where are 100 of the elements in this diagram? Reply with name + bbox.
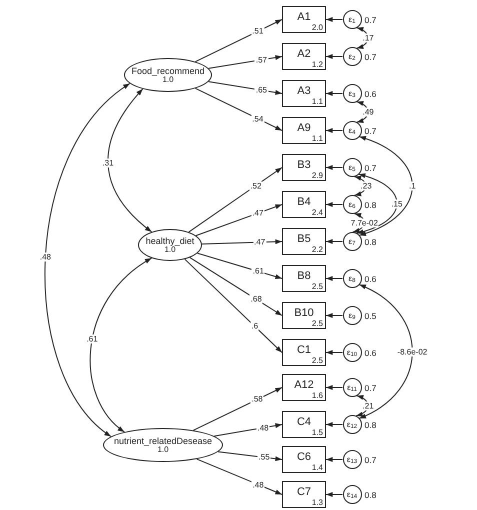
latent-variable-name: healthy_diet — [146, 236, 194, 246]
arrow — [326, 239, 343, 244]
arrow — [326, 54, 343, 59]
variable-name: B5 — [297, 233, 311, 245]
variance-value: 0.5 — [364, 310, 376, 320]
variance-value: 0.7 — [364, 14, 376, 24]
variance-value: 0.7 — [364, 162, 376, 172]
coefficient-label: .6 — [250, 322, 260, 331]
observed-variable-box — [282, 43, 326, 70]
coefficient-label: .49 — [362, 108, 375, 116]
variance-value: 0.8 — [364, 200, 376, 210]
intercept-value: 2.5 — [312, 319, 323, 328]
coefficient-label: .17 — [362, 33, 375, 42]
coefficient-label: .15 — [390, 200, 404, 209]
variable-name: A12 — [294, 379, 314, 391]
coefficient-label: 7.7e-02 — [350, 218, 379, 228]
coefficient-label: .55 — [258, 452, 271, 462]
error-term-circle — [342, 84, 362, 103]
coefficient-label: .68 — [250, 294, 263, 304]
observed-variable-box — [282, 374, 326, 401]
latent-variable-name: nutrient_relatedDesease — [114, 436, 212, 446]
observed-variable-box — [282, 265, 326, 292]
intercept-value: 2.9 — [312, 171, 323, 180]
error-term-label: ε$_{8}$ — [348, 274, 356, 283]
curved-double-headed-arrow — [358, 136, 413, 236]
coefficient-label: .1 — [408, 182, 417, 190]
coefficient-label: .57 — [254, 55, 268, 64]
intercept-value: 2.0 — [312, 23, 323, 32]
arrow — [326, 202, 343, 207]
arrow — [326, 276, 343, 281]
variable-name: C1 — [296, 344, 312, 356]
variance-value: 0.7 — [364, 126, 376, 136]
variable-name: C6 — [296, 451, 312, 463]
curved-double-headed-arrow — [356, 174, 398, 234]
error-term-circle — [342, 232, 362, 251]
coefficient-label: .61 — [252, 266, 265, 276]
intercept-value: 2.4 — [312, 208, 323, 217]
coefficient-label: .23 — [360, 182, 373, 190]
variance-value: 0.6 — [364, 88, 376, 98]
observed-variable-box — [282, 117, 326, 144]
latent-variable-ellipse — [124, 58, 212, 92]
arrow — [326, 165, 343, 170]
coefficient-label: .51 — [251, 26, 264, 36]
arrow — [326, 17, 343, 22]
variable-name: C4 — [296, 416, 312, 428]
arrow — [218, 451, 282, 462]
coefficient-label: .48 — [252, 480, 265, 490]
error-term-label: ε$_{1}$ — [348, 15, 356, 24]
curved-double-headed-arrow — [44, 83, 130, 437]
variable-name: C7 — [296, 486, 312, 498]
variance-value: 0.7 — [364, 52, 376, 62]
variance-value: 0.6 — [364, 348, 376, 358]
arrow — [192, 387, 282, 431]
coefficient-label: .47 — [251, 208, 264, 218]
error-term-circle — [342, 158, 362, 177]
coefficient-label: .31 — [101, 158, 115, 168]
arrow — [208, 55, 282, 69]
arrow — [326, 91, 343, 96]
observed-variable-box — [282, 481, 326, 508]
error-term-circle — [342, 10, 362, 29]
arrow — [326, 128, 343, 133]
observed-variable-box — [282, 154, 326, 181]
arrow — [194, 19, 282, 62]
curved-double-headed-arrow — [108, 88, 152, 232]
variable-name: A3 — [297, 85, 311, 97]
variance-value: 0.6 — [364, 274, 376, 284]
arrow — [326, 313, 343, 318]
error-term-circle — [342, 195, 362, 214]
arrow — [196, 252, 282, 279]
error-term-label: ε$_{5}$ — [348, 163, 356, 172]
arrow — [326, 422, 343, 427]
coefficient-label: .65 — [254, 86, 268, 95]
arrow — [326, 350, 343, 355]
observed-variable-box — [282, 80, 326, 107]
observed-variable-box — [282, 446, 326, 473]
variance-value: 0.8 — [364, 490, 376, 500]
observed-variable-box — [282, 228, 326, 255]
variance-value: 0.7 — [364, 454, 376, 464]
error-term-label: ε$_{10}$ — [346, 348, 358, 357]
observed-variable-box — [282, 302, 326, 329]
coefficient-label: .58 — [250, 394, 264, 404]
arrow — [188, 167, 282, 233]
arrow — [214, 423, 282, 437]
coefficient-label: .21 — [362, 402, 375, 411]
variable-name: A9 — [297, 122, 311, 134]
variance-value: 0.7 — [364, 382, 376, 392]
error-term-circle — [342, 343, 362, 362]
arrow — [195, 204, 282, 236]
observed-variable-box — [282, 339, 326, 366]
error-term-label: ε$_{3}$ — [348, 89, 356, 98]
curved-double-headed-arrow — [358, 284, 413, 419]
variance-value: 0.8 — [364, 236, 376, 246]
coefficient-label: .48 — [38, 252, 52, 261]
intercept-value: 1.1 — [312, 134, 323, 143]
variance-value: 0.8 — [364, 420, 376, 430]
error-term-label: ε$_{2}$ — [348, 52, 356, 61]
coefficient-label: .54 — [251, 114, 264, 124]
variable-name: B4 — [297, 196, 311, 208]
observed-variable-box — [282, 6, 326, 33]
arrow — [326, 457, 343, 462]
